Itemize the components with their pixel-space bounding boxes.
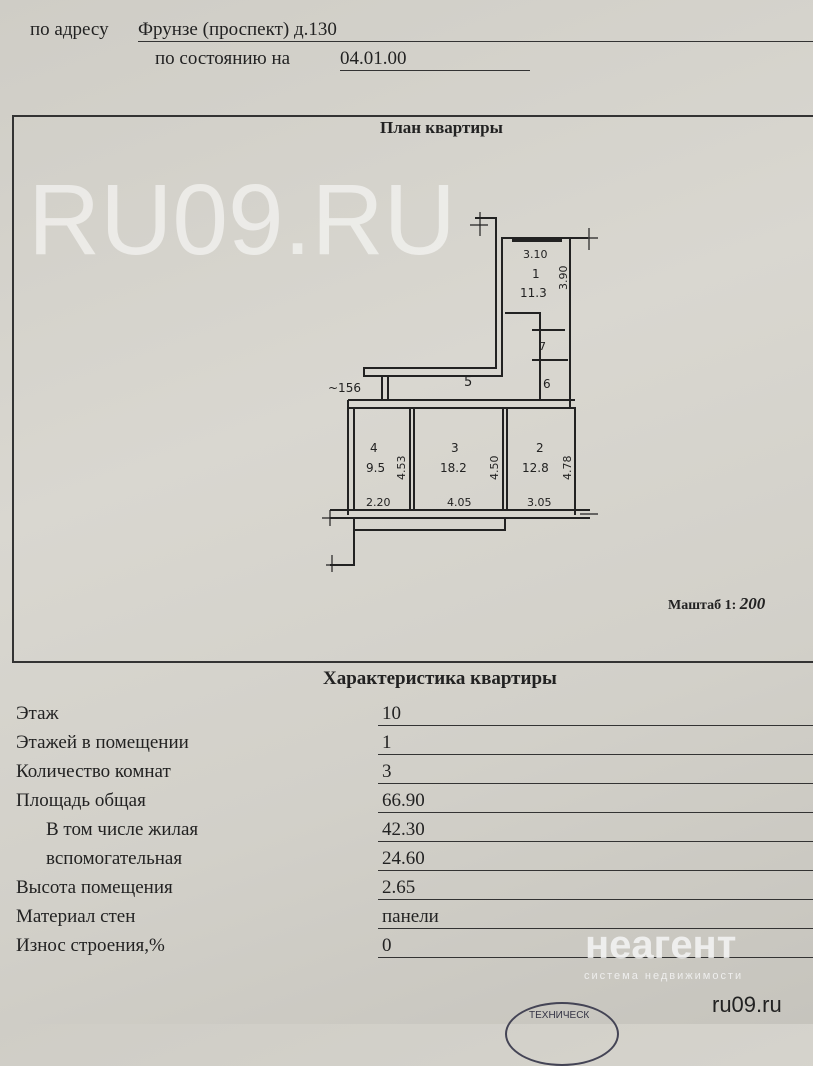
value: 2.65	[382, 877, 416, 898]
room3-width: 4.05	[447, 496, 472, 509]
plan-title: План квартиры	[380, 118, 503, 137]
label: Материал стен	[16, 906, 136, 927]
value: 10	[382, 703, 401, 724]
value: 3	[382, 761, 392, 782]
value: панели	[382, 906, 439, 927]
dimension-ticks	[322, 212, 598, 572]
watermark-ru09: RU09.RU	[28, 164, 456, 276]
room3-number: 3	[451, 441, 459, 455]
scale-label: Маштаб 1:	[668, 598, 737, 613]
room4-width: 2.20	[366, 496, 391, 509]
value: 0	[382, 935, 392, 956]
row-auxiliary-area: вспомогательная 24.60	[0, 848, 813, 876]
label: Износ строения,%	[16, 935, 165, 956]
room6-number: 6	[543, 377, 551, 391]
value: 42.30	[382, 819, 425, 840]
characteristics-title: Характеристика квартиры	[323, 668, 557, 689]
room2-area: 12.8	[522, 461, 549, 475]
address-value: Фрунзе (проспект) д.130	[138, 19, 813, 42]
stamp-text: ТЕХНИЧЕСК	[529, 1010, 590, 1021]
label: Площадь общая	[16, 790, 146, 811]
stamp: ТЕХНИЧЕСК	[505, 1002, 619, 1066]
floor-plan-drawing: 3.10 1 11.3 3.90 7 6 5 ~156 4 9.5 4.53 2…	[322, 212, 598, 572]
room1-width: 3.10	[523, 248, 548, 261]
row-total-area: Площадь общая 66.90	[0, 790, 813, 818]
room4-area: 9.5	[366, 461, 385, 475]
room2-number: 2	[536, 441, 544, 455]
value: 1	[382, 732, 392, 753]
date-label: по состоянию на	[155, 48, 291, 69]
row-living-area: В том числе жилая 42.30	[0, 819, 813, 847]
room5-number: 5	[464, 375, 472, 390]
brand-watermark: неагент	[585, 923, 737, 967]
label: В том числе жилая	[46, 819, 199, 840]
row-wear: Износ строения,% 0	[0, 935, 813, 963]
address-label: по адресу	[30, 19, 109, 40]
room3-length: 4.50	[488, 456, 501, 481]
row-floor: Этаж 10	[0, 703, 813, 731]
label: вспомогательная	[46, 848, 183, 869]
row-height: Высота помещения 2.65	[0, 877, 813, 905]
room2-length: 4.78	[561, 456, 574, 481]
date-value: 04.01.00	[340, 48, 530, 71]
label: Этажей в помещении	[16, 732, 189, 753]
room1-area: 11.3	[520, 286, 547, 300]
walls	[330, 217, 590, 566]
brand-subtitle: система недвижимости	[584, 970, 744, 982]
scale: Маштаб 1: 200	[668, 594, 765, 614]
site-watermark: ru09.ru	[712, 992, 782, 1017]
row-wall-material: Материал стен панели	[0, 906, 813, 934]
room1-number: 1	[532, 267, 540, 281]
room4-number: 4	[370, 441, 378, 455]
room7-number: 7	[539, 340, 546, 353]
value: 24.60	[382, 848, 425, 869]
room4-length: 4.53	[395, 456, 408, 481]
label: Количество комнат	[16, 761, 171, 782]
dimension-156: ~156	[328, 381, 361, 395]
label: Этаж	[16, 703, 59, 724]
room1-length: 3.90	[557, 266, 570, 291]
apartment-plan-frame	[12, 115, 813, 663]
scale-value: 200	[739, 594, 766, 613]
row-levels: Этажей в помещении 1	[0, 732, 813, 760]
label: Высота помещения	[16, 877, 173, 898]
room2-width: 3.05	[527, 496, 552, 509]
room3-area: 18.2	[440, 461, 467, 475]
row-rooms: Количество комнат 3	[0, 761, 813, 789]
value: 66.90	[382, 790, 425, 811]
